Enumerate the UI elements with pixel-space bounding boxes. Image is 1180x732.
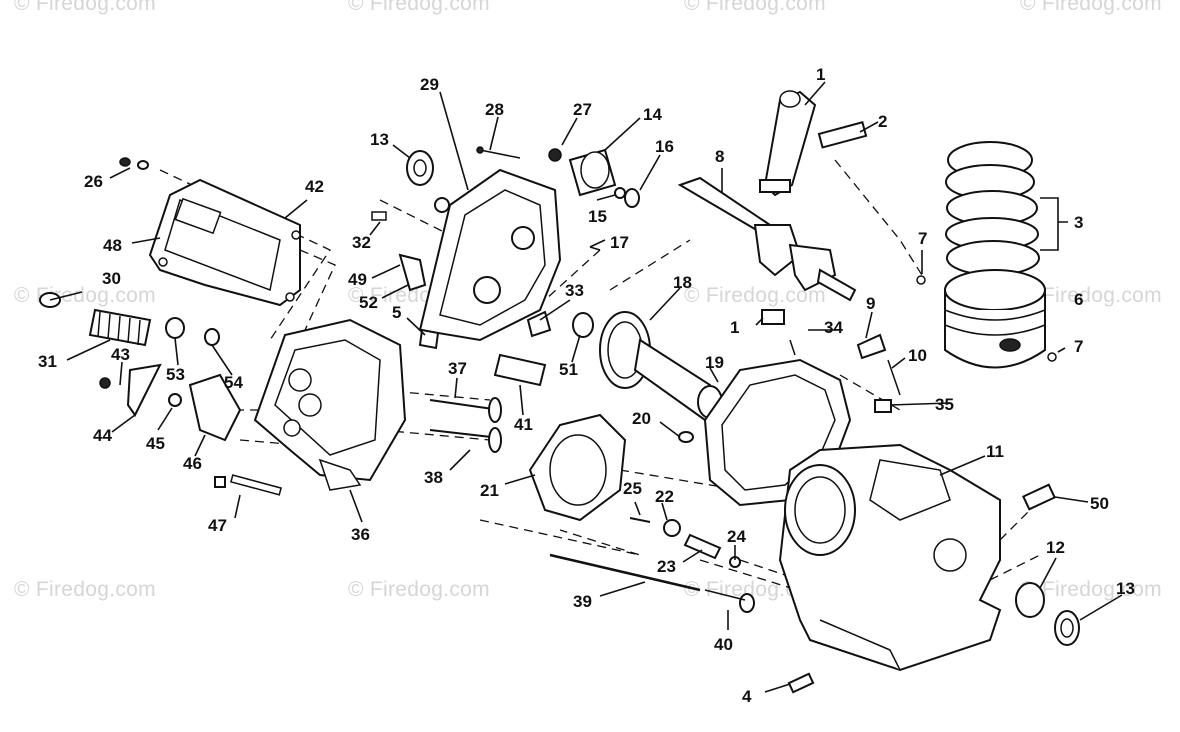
callout-49: 49 [348,270,367,289]
callout-33: 33 [565,281,584,300]
callout-10: 10 [908,346,927,365]
callout-47: 47 [208,516,227,535]
callout-54: 54 [224,373,243,392]
leader-lines [49,81,1123,693]
callout-45: 45 [146,434,165,453]
callout-2: 2 [878,112,887,131]
callout-23: 23 [657,557,676,576]
callout-1: 1 [730,318,739,337]
callout-28: 28 [485,100,504,119]
callout-38: 38 [424,468,443,487]
callout-53: 53 [166,365,185,384]
callout-13: 13 [1116,579,1135,598]
callout-40: 40 [714,635,733,654]
crankshaft [677,176,857,302]
callout-26: 26 [84,172,103,191]
seals-and-bearings [371,146,640,251]
callout-42: 42 [305,177,324,196]
callout-32: 32 [352,233,371,252]
callout-15: 15 [588,207,607,226]
watermark: © Firedog.com [348,578,490,601]
callout-24: 24 [727,527,746,546]
callout-9: 9 [866,294,875,313]
watermark: © Firedog.com [348,0,490,15]
piston-pin [817,121,868,149]
watermark: © Firedog.com [14,0,156,15]
callout-20: 20 [632,409,651,428]
rocker-parts [39,292,282,496]
callout-27: 27 [573,100,592,119]
watermark: © Firedog.com [1020,284,1162,307]
callout-25: 25 [623,479,642,498]
callout-35: 35 [935,395,954,414]
watermark: © Firedog.com [1020,0,1162,15]
callout-16: 16 [655,137,674,156]
callout-4: 4 [742,687,752,706]
callout-31: 31 [38,352,57,371]
cylinder-head [253,318,407,491]
watermark: © Firedog.com [684,0,826,15]
callout-39: 39 [573,592,592,611]
callout-14: 14 [643,105,662,124]
valve-cover [148,178,301,307]
callout-8: 8 [715,147,724,166]
callout-44: 44 [93,426,112,445]
callout-50: 50 [1090,494,1109,513]
callout-3: 3 [1074,213,1083,232]
callout-13: 13 [370,130,389,149]
camshaft [493,310,723,422]
small-parts [119,157,1080,694]
callout-29: 29 [420,75,439,94]
callout-12: 12 [1046,538,1065,557]
callout-41: 41 [514,415,533,434]
callout-labels: 1 1 2 3 4 5 6 7 7 8 9 10 11 12 13 13 14 … [38,65,1135,706]
watermark: © Firedog.com [1020,578,1162,601]
callout-21: 21 [480,481,499,500]
crankcase-cover [418,168,562,342]
callout-11: 11 [986,442,1004,461]
callout-52: 52 [359,293,378,312]
callout-7: 7 [918,229,927,248]
callout-6: 6 [1074,290,1083,309]
connecting-rod [759,90,817,325]
callout-46: 46 [183,454,202,473]
callout-22: 22 [655,487,674,506]
callout-7: 7 [1074,337,1083,356]
callout-37: 37 [448,359,467,378]
callout-30: 30 [102,269,121,288]
callout-19: 19 [705,353,724,372]
callout-48: 48 [103,236,122,255]
piston-assembly [916,141,1057,369]
watermark: © Firedog.com [14,578,156,601]
callout-18: 18 [673,273,692,292]
crankcase [778,443,1002,672]
callout-51: 51 [559,360,578,379]
callout-36: 36 [351,525,370,544]
callout-34: 34 [824,318,843,337]
callout-5: 5 [392,303,401,322]
watermark: © Firedog.com [684,284,826,307]
callout-1: 1 [816,65,825,84]
callout-17: 17 [610,233,629,252]
callout-43: 43 [111,345,130,364]
